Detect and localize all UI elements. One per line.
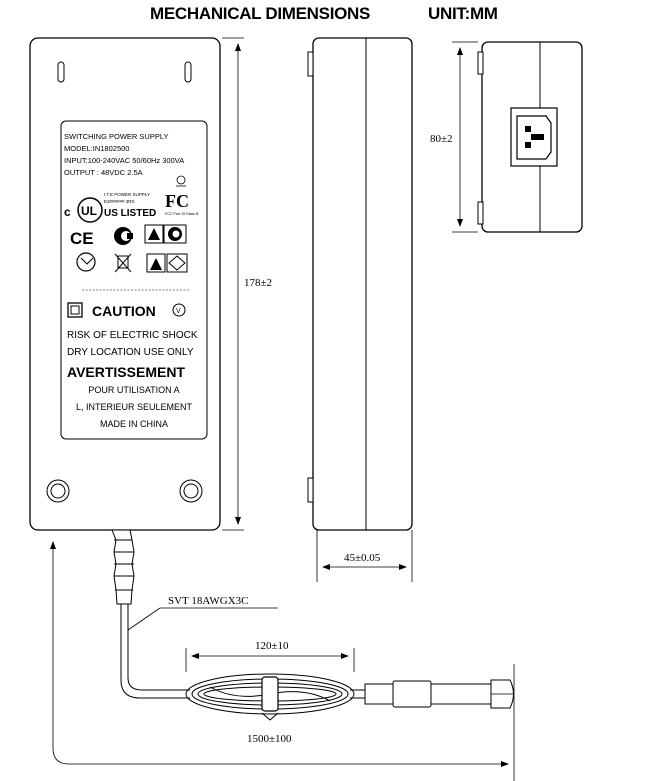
energy-efficiency-icon [76, 252, 96, 272]
label-line-switching: SWITCHING POWER SUPPLY [64, 132, 168, 141]
label-line-model: MODEL:IN1802500 [64, 144, 129, 153]
warning-triangle-icon [146, 253, 166, 273]
gs-mark-icon [163, 224, 187, 244]
foot-left-inner [50, 483, 66, 499]
double-insulation-square-inner [70, 305, 80, 315]
cable-spec-label: SVT 18AWGX3C [168, 595, 249, 607]
caution-text: CAUTION [92, 303, 156, 319]
risk-text: RISK OF ELECTRIC SHOCK [67, 330, 198, 341]
vent-slot-right [184, 61, 192, 83]
plug-barrel [430, 683, 492, 705]
ul-mark-icon: UL c [64, 197, 103, 223]
svg-text:V: V [176, 308, 181, 315]
page-title: MECHANICAL DIMENSIONS [150, 4, 371, 23]
side-view: 45±0.05 [307, 37, 413, 582]
fcc-note: FCC Part 15 Class B [165, 212, 199, 216]
end-foot-bottom [477, 201, 484, 225]
cable-spec-leader [127, 607, 161, 631]
dim-cable-length-label: 1500±100 [247, 733, 292, 745]
cable [120, 604, 514, 721]
pour-utilisation-text: POUR UTILISATION A [88, 385, 179, 395]
end-view: 80±2 [430, 41, 583, 233]
dim-thickness-label: 45±0.05 [344, 552, 381, 564]
double-insulation-diamond-icon [166, 253, 188, 273]
efficiency-level-v-icon: V [172, 303, 186, 317]
cable-outer-line [120, 604, 190, 699]
adapter-body-side [312, 37, 413, 531]
pse-mark-icon [144, 224, 164, 244]
ground-symbol-icon [176, 175, 186, 187]
dim-length-label: 178±2 [244, 277, 272, 289]
ul-listed-text: US LISTED [104, 208, 156, 219]
vent-slot-left [57, 61, 65, 83]
svg-text:UL: UL [81, 204, 97, 218]
foot-right-inner [183, 483, 199, 499]
strain-relief [111, 529, 135, 605]
dry-location-text: DRY LOCATION USE ONLY [67, 347, 194, 358]
dim-line-1500 [50, 541, 509, 767]
label-line-input: INPUT:100-240VAC 50/60Hz 300VA [64, 156, 184, 165]
made-in-china-text: MADE IN CHINA [100, 419, 168, 429]
svg-text:c: c [64, 205, 71, 219]
interieur-text: L, INTERIEUR SEULEMENT [76, 402, 193, 412]
cable-tie [261, 676, 279, 712]
svg-text:FC: FC [165, 191, 189, 211]
iec-c14-inlet-icon [510, 107, 558, 167]
side-foot-top [307, 51, 314, 77]
ul-small-text-2: E3###### 3RS [104, 199, 135, 204]
end-foot-top [477, 51, 484, 75]
dim-plug-length-label: 120±10 [255, 640, 289, 652]
plug-body [392, 680, 432, 708]
cable-inner-line [127, 604, 190, 691]
plug-ferrite [364, 683, 394, 705]
front-view: SWITCHING POWER SUPPLY MODEL:IN1802500 I… [29, 37, 272, 605]
ce-mark-icon: CE [70, 229, 94, 248]
ul-small-text: I.T.E POWER SUPPLY [104, 192, 150, 197]
label-line-output: OUTPUT : 48VDC 2.5A [64, 168, 143, 177]
dim-width-label: 80±2 [430, 133, 453, 145]
side-foot-bottom [307, 477, 314, 503]
avertissement-text: AVERTISSEMENT [67, 364, 185, 380]
c-tick-icon [114, 227, 133, 245]
weee-bin-icon [114, 253, 132, 273]
unit-label: UNIT:MM [428, 4, 498, 23]
fcc-logo-icon: FC [165, 191, 189, 211]
